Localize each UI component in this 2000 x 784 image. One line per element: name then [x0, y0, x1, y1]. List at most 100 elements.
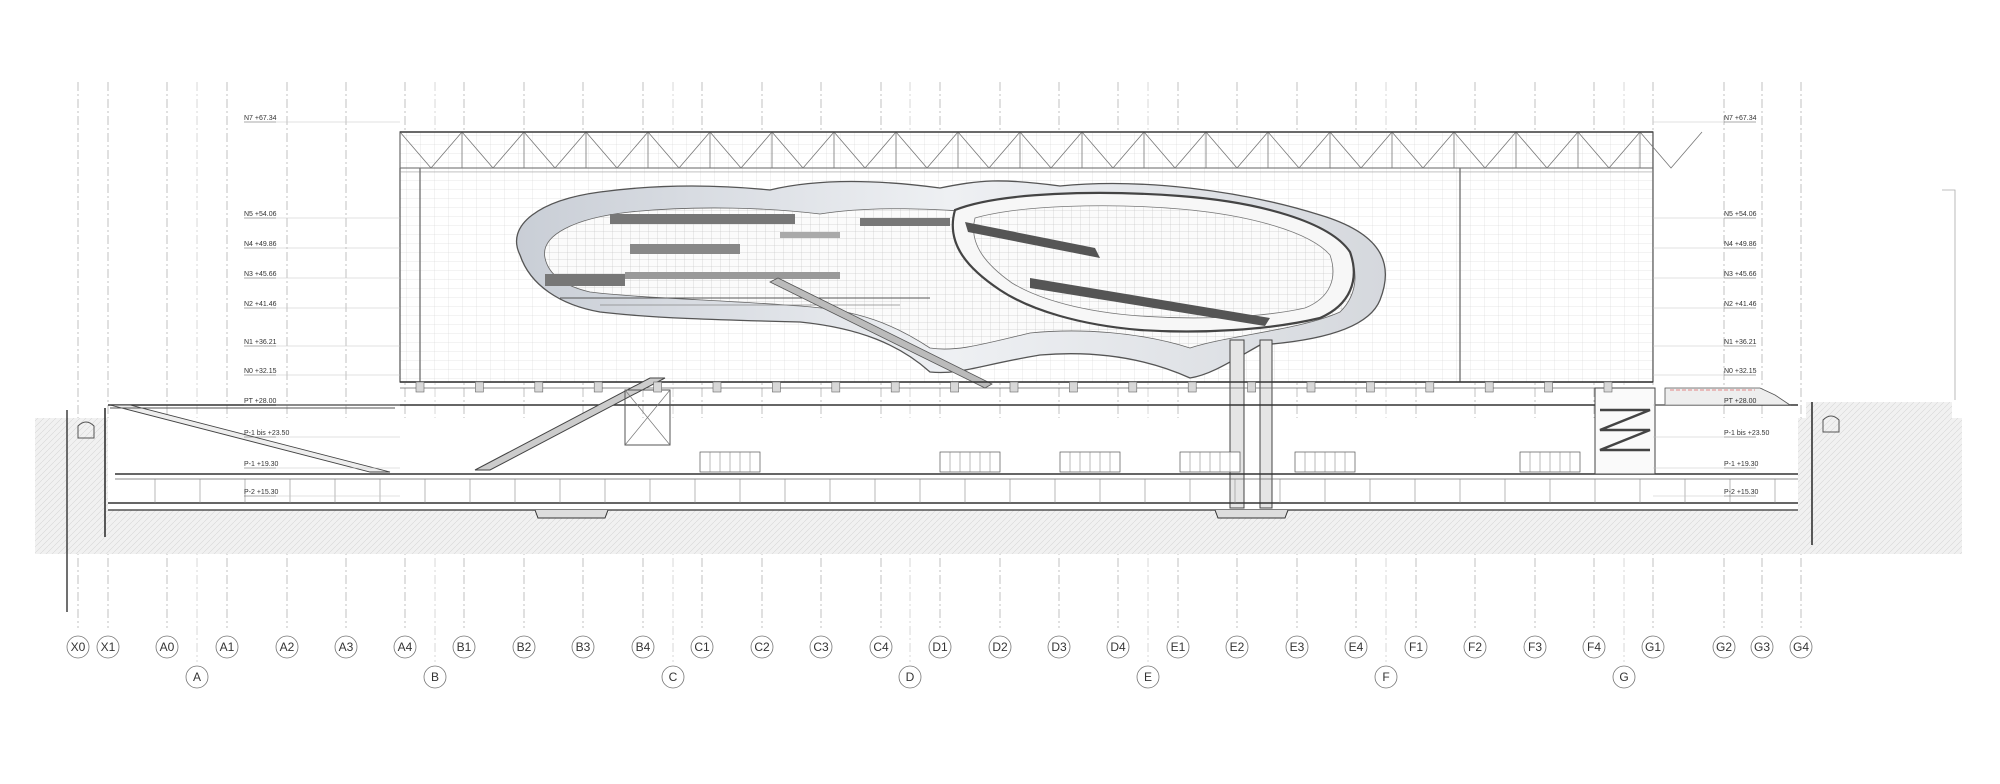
level-label-left: N7 +67.34: [244, 115, 277, 122]
grid-bubble: A2: [275, 635, 299, 659]
podium-structure: [66, 189, 1956, 612]
grid-bubble: G2: [1712, 635, 1736, 659]
grid-bubble: C3: [809, 635, 833, 659]
grid-bubble: C1: [690, 635, 714, 659]
grid-bubble: E: [1136, 665, 1160, 689]
grid-bubble-label: G3: [1754, 640, 1770, 654]
level-label-left: P-1 bis +23.50: [244, 430, 289, 437]
level-label-right: PT +28.00: [1724, 398, 1756, 405]
grid-bubble: F1: [1404, 635, 1428, 659]
grid-bubble-label: A1: [220, 640, 235, 654]
grid-bubble-label: F4: [1587, 640, 1601, 654]
grid-bubble-label: G1: [1645, 640, 1661, 654]
grid-bubble: F2: [1463, 635, 1487, 659]
grid-bubble: G1: [1641, 635, 1665, 659]
level-label-right: N7 +67.34: [1724, 115, 1757, 122]
grid-bubble-label: E: [1144, 670, 1152, 684]
grid-bubble-label: F2: [1468, 640, 1482, 654]
grid-bubble: A1: [215, 635, 239, 659]
grid-bubbles-secondary: A B C D E F G: [185, 665, 1636, 689]
grid-bubble-label: C2: [754, 640, 770, 654]
level-label-right: P-1 +19.30: [1724, 461, 1759, 468]
grid-bubble: G: [1612, 665, 1636, 689]
grid-bubble-label: A2: [280, 640, 295, 654]
level-label-left: N4 +49.86: [244, 241, 277, 248]
level-label-left: P-1 +19.30: [244, 461, 279, 468]
grid-bubble-label: G2: [1716, 640, 1732, 654]
level-label-left: N0 +32.15: [244, 368, 277, 375]
grid-bubble-label: X1: [101, 640, 116, 654]
grid-bubble-label: C3: [813, 640, 829, 654]
level-label-right: N2 +41.46: [1724, 301, 1757, 308]
grid-bubble: E4: [1344, 635, 1368, 659]
grid-bubble: D1: [928, 635, 952, 659]
level-label-right: P-2 +15.30: [1724, 489, 1759, 496]
grid-bubble: E2: [1225, 635, 1249, 659]
level-label-left: N5 +54.06: [244, 211, 277, 218]
grid-bubble: C2: [750, 635, 774, 659]
grid-bubble: A: [185, 665, 209, 689]
grid-bubble-label: F1: [1409, 640, 1423, 654]
grid-bubble: D4: [1106, 635, 1130, 659]
grid-bubble-label: A: [193, 670, 201, 684]
grid-bubble: F: [1374, 665, 1398, 689]
level-labels-right: N7 +67.34 N5 +54.06 N4 +49.86 N3 +45.66 N2 +…: [1653, 115, 1769, 497]
level-labels-left: N7 +67.34 N5 +54.06 N4 +49.86 N3 +45.66 N2 +…: [244, 115, 400, 497]
grid-bubble-label: B2: [517, 640, 532, 654]
grid-bubble: F3: [1523, 635, 1547, 659]
grid-bubble-label: E1: [1171, 640, 1186, 654]
grid-bubble: B3: [571, 635, 595, 659]
grid-bubble-label: G: [1619, 670, 1628, 684]
grid-bubble: D: [898, 665, 922, 689]
grid-bubble-label: C: [669, 670, 678, 684]
grid-bubble-label: B3: [576, 640, 591, 654]
level-label-right: N1 +36.21: [1724, 339, 1757, 346]
grid-bubble-label: A0: [160, 640, 175, 654]
grid-bubble-label: D1: [932, 640, 948, 654]
grid-bubble-label: F3: [1528, 640, 1542, 654]
grid-bubble: B: [423, 665, 447, 689]
grid-bubble-label: D: [906, 670, 915, 684]
grid-bubble-label: B: [431, 670, 439, 684]
grid-bubble: C4: [869, 635, 893, 659]
cloud-auditorium: [515, 180, 1387, 509]
level-label-right: N4 +49.86: [1724, 241, 1757, 248]
grid-bubble: E1: [1166, 635, 1190, 659]
level-label-left: PT +28.00: [244, 398, 276, 405]
level-label-left: N1 +36.21: [244, 339, 277, 346]
grid-bubble-label: G4: [1793, 640, 1809, 654]
grid-bubble: A0: [155, 635, 179, 659]
grid-bubble: X1: [96, 635, 120, 659]
level-label-right: N3 +45.66: [1724, 271, 1757, 278]
level-label-right: P-1 bis +23.50: [1724, 430, 1769, 437]
grid-bubble-label: E2: [1230, 640, 1245, 654]
grid-bubble-label: C1: [694, 640, 710, 654]
ground-hatch: [35, 402, 1962, 554]
grid-bubble-label: E4: [1349, 640, 1364, 654]
grid-bubble-label: D2: [992, 640, 1008, 654]
grid-bubble-label: D4: [1110, 640, 1126, 654]
level-label-left: N3 +45.66: [244, 271, 277, 278]
grid-bubble: D3: [1047, 635, 1071, 659]
grid-bubble-label: C4: [873, 640, 889, 654]
grid-bubble: E3: [1285, 635, 1309, 659]
grid-bubble: F4: [1582, 635, 1606, 659]
level-label-left: N2 +41.46: [244, 301, 277, 308]
level-label-left: P-2 +15.30: [244, 489, 279, 496]
podium-details: [154, 381, 1776, 503]
grid-bubble-label: A4: [398, 640, 413, 654]
grid-bubble-label: A3: [339, 640, 354, 654]
level-label-right: N0 +32.15: [1724, 368, 1757, 375]
grid-bubble: B4: [631, 635, 655, 659]
level-label-right: N5 +54.06: [1724, 211, 1757, 218]
grid-bubble: A3: [334, 635, 358, 659]
grid-bubble-label: E3: [1290, 640, 1305, 654]
grid-bubble-label: B4: [636, 640, 651, 654]
grid-bubble: G3: [1750, 635, 1774, 659]
grid-bubble: D2: [988, 635, 1012, 659]
grid-bubble: A4: [393, 635, 417, 659]
grid-bubble: X0: [66, 635, 90, 659]
grid-bubble: G4: [1789, 635, 1813, 659]
